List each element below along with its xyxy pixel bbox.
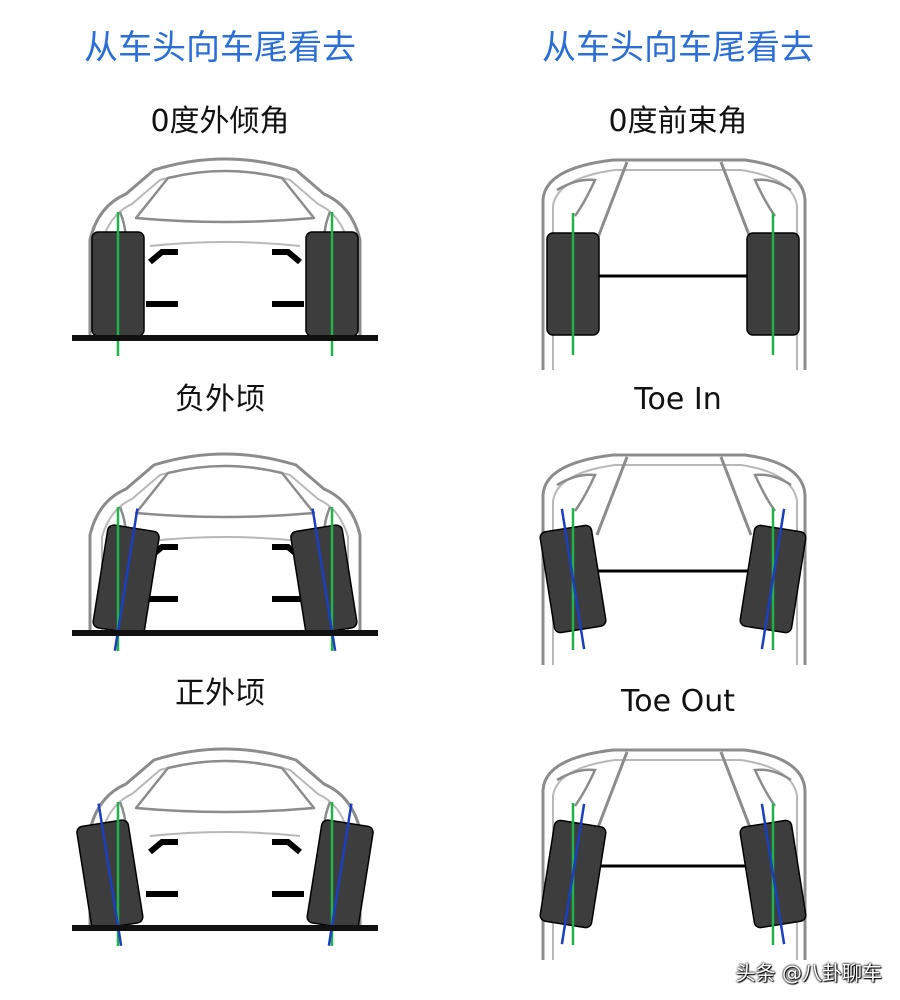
windshield: [134, 759, 316, 814]
left-fender-line: [556, 768, 597, 807]
zero-toe-label: 0度前束角: [608, 104, 748, 139]
car-body-outline: [88, 747, 362, 926]
hood-line: [149, 831, 301, 837]
right-column-header: 从车头向车尾看去: [542, 28, 814, 68]
hood-line: [149, 241, 301, 247]
left-tilt-line: [560, 803, 586, 945]
car-body-outline: [541, 158, 807, 370]
left-upper-arm: [148, 249, 178, 265]
left-tilt-line: [560, 508, 586, 650]
right-upper-arm: [272, 839, 302, 855]
toe-out-diagram: [539, 748, 807, 960]
left-upper-arm: [148, 839, 178, 855]
left-frame-line: [595, 456, 629, 536]
right-tilt-line: [760, 508, 786, 650]
right-frame-line: [719, 456, 753, 536]
right-upper-arm: [272, 249, 302, 265]
toe-in-label: Toe In: [634, 382, 722, 417]
left-tilt-line: [113, 508, 139, 651]
car-body-outline: [541, 453, 807, 665]
left-tilt-line: [97, 803, 123, 946]
toe-in-diagram: [539, 453, 807, 665]
negative-camber-diagram: [72, 452, 378, 651]
car-body-inner-outline: [552, 759, 798, 960]
zero-camber-diagram: [72, 157, 378, 356]
windshield: [134, 169, 316, 224]
car-body-inner-outline: [552, 464, 798, 665]
right-tilt-line: [760, 803, 786, 945]
left-fender-line: [556, 473, 597, 512]
car-body-outline: [541, 748, 807, 960]
car-body-outline: [88, 157, 362, 336]
left-fender-line: [556, 178, 597, 217]
positive-camber-diagram: [72, 747, 378, 946]
car-body-inner-outline: [552, 169, 798, 370]
negative-camber-label: 负外顷: [175, 382, 265, 417]
right-fender-line: [753, 178, 792, 217]
positive-camber-label: 正外顷: [175, 676, 265, 711]
left-frame-line: [595, 751, 629, 831]
right-frame-line: [719, 751, 753, 831]
right-fender-line: [753, 473, 792, 512]
left-column-header: 从车头向车尾看去: [84, 28, 356, 68]
right-tilt-line: [311, 508, 337, 651]
right-frame-line: [719, 161, 753, 241]
hood-line: [149, 536, 301, 542]
zero-toe-diagram: [541, 158, 807, 370]
zero-camber-label: 0度外倾角: [150, 104, 290, 139]
left-frame-line: [595, 161, 629, 241]
watermark: 头条 @八卦聊车: [735, 961, 882, 985]
car-body-outline: [88, 452, 362, 631]
right-fender-line: [753, 768, 792, 807]
right-tilt-line: [327, 803, 353, 946]
toe-out-label: Toe Out: [621, 684, 735, 719]
